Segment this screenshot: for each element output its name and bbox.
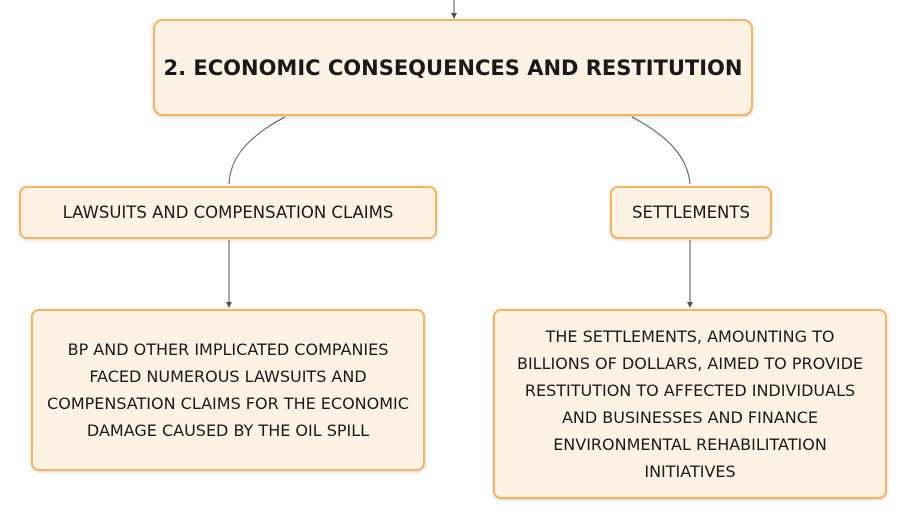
root-node-label: 2. ECONOMIC CONSEQUENCES AND RESTITUTION [163,55,743,80]
lawsuits-node-label: LAWSUITS AND COMPENSATION CLAIMS [62,203,394,222]
settlements-detail-node[interactable]: THE SETTLEMENTS, AMOUNTING TO BILLIONS O… [493,309,887,499]
lawsuits-node[interactable]: LAWSUITS AND COMPENSATION CLAIMS [19,186,437,239]
root-node[interactable]: 2. ECONOMIC CONSEQUENCES AND RESTITUTION [153,19,753,116]
settlements-node-label: SETTLEMENTS [632,203,750,222]
lawsuits-detail-node[interactable]: BP AND OTHER IMPLICATED COMPANIES FACED … [31,309,425,471]
lawsuits-detail-text: BP AND OTHER IMPLICATED COMPANIES FACED … [47,340,409,440]
connector-root-to-settlements [631,116,691,185]
settlements-detail-text: THE SETTLEMENTS, AMOUNTING TO BILLIONS O… [516,327,864,481]
settlements-node[interactable]: SETTLEMENTS [610,186,772,239]
connector-root-to-lawsuits [228,116,286,185]
